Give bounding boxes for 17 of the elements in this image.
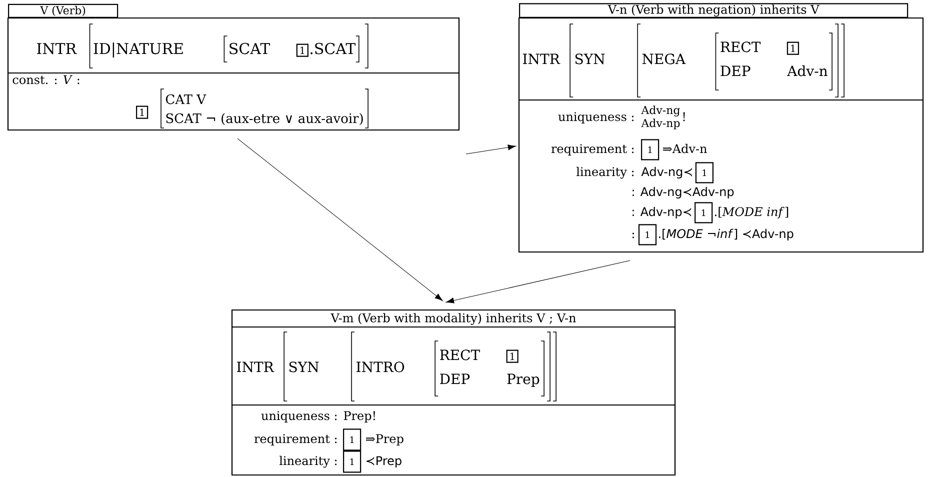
tag-box: 1 [343, 450, 362, 473]
arrow [466, 144, 516, 154]
tag-box: 1 [786, 42, 800, 55]
feature-structure-box: V (Verb) INTR ID|NATURE SCAT 1 .SCAT const. : V : 1 CAT V SCAT ¬ (aux-etre ∨ aux-avoir) [7, 4, 460, 131]
tag-box: 1 [638, 224, 657, 246]
arrow [446, 260, 630, 304]
arrow [237, 138, 443, 301]
tag-box: 1 [136, 106, 148, 119]
node-label: V (Verb) [40, 6, 86, 16]
tag-box: 1 [296, 44, 308, 57]
tag-box: 1 [343, 428, 362, 451]
tag-box: 1 [641, 139, 660, 160]
node-label: V-n (Verb with negation) inherits V [608, 4, 820, 16]
feature-structure-box: V-m (Verb with modality) inherits V ; V-n INTR SYN INTRO RECT 1 DEP Prep uniqueness : Prep! requirement : 1 ⇒Prep linearity : 1 ≺Prep [231, 309, 676, 476]
tag-box: 1 [506, 350, 518, 363]
tag-box: 1 [694, 202, 713, 224]
tag-box: 1 [695, 162, 714, 184]
